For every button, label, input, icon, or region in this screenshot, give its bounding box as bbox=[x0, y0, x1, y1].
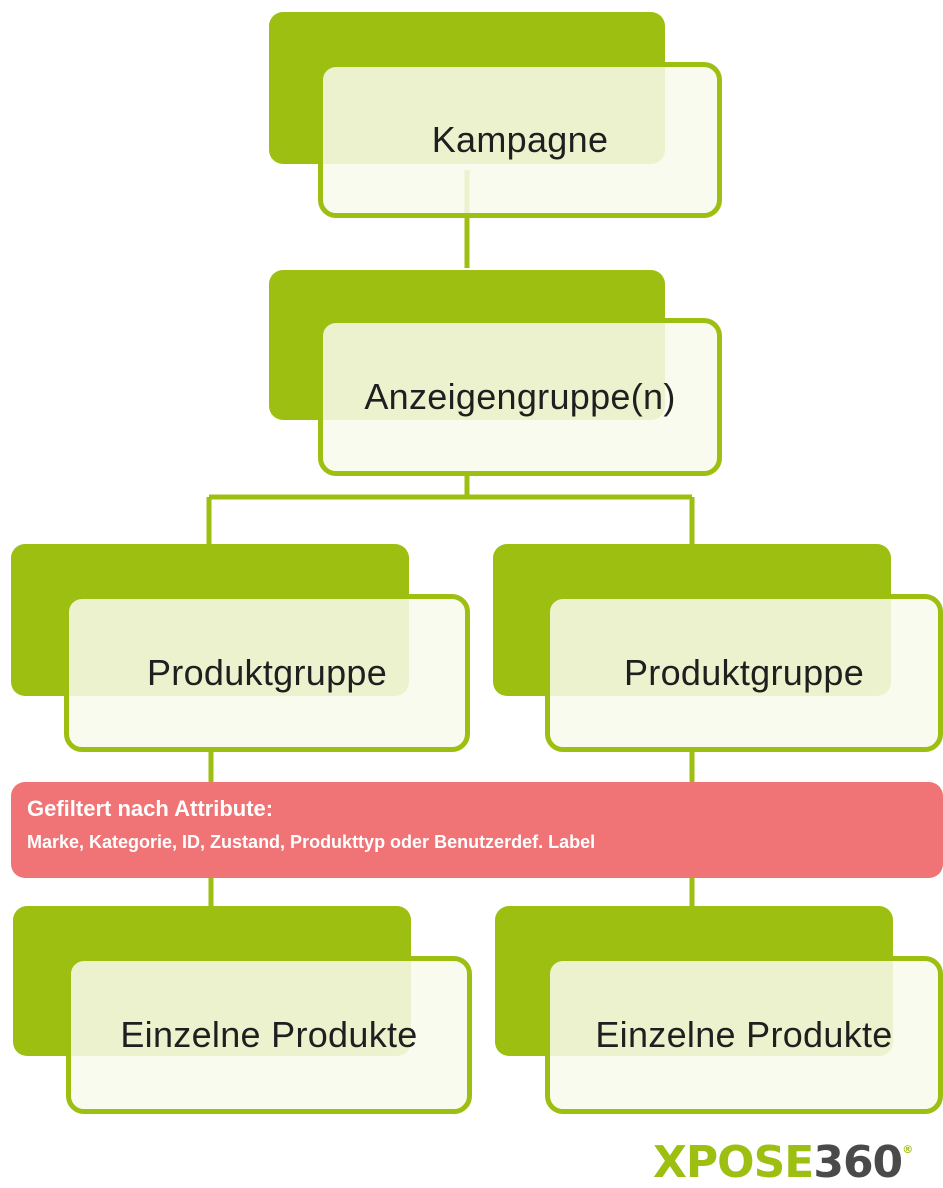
campaign-node: Kampagne bbox=[318, 62, 722, 218]
ad-groups-node-label: Anzeigengruppe(n) bbox=[364, 376, 676, 417]
single-products-right-node: Einzelne Produkte bbox=[545, 956, 943, 1114]
xpose360-logo: XPOSE360 ® bbox=[653, 1137, 913, 1188]
product-group-right-node: Produktgruppe bbox=[545, 594, 943, 752]
filter-attributes-list: Marke, Kategorie, ID, Zustand, Produktty… bbox=[27, 832, 596, 852]
filter-attributes-banner: Gefiltert nach Attribute: Marke, Kategor… bbox=[11, 782, 943, 878]
product-group-right-label: Produktgruppe bbox=[623, 652, 865, 693]
logo-registered-mark: ® bbox=[902, 1143, 913, 1156]
single-products-left-node: Einzelne Produkte bbox=[66, 956, 472, 1114]
ad-groups-node: Anzeigengruppe(n) bbox=[318, 318, 722, 476]
product-group-left-label: Produktgruppe bbox=[146, 652, 388, 693]
logo-digits: 360 bbox=[813, 1137, 903, 1188]
campaign-node-label: Kampagne bbox=[431, 119, 609, 160]
single-products-left-label: Einzelne Produkte bbox=[120, 1014, 418, 1055]
product-group-left-node: Produktgruppe bbox=[64, 594, 470, 752]
logo-text: XPOSE bbox=[653, 1137, 814, 1188]
filter-title: Gefiltert nach Attribute: bbox=[27, 796, 274, 821]
single-products-right-label: Einzelne Produkte bbox=[595, 1014, 893, 1055]
